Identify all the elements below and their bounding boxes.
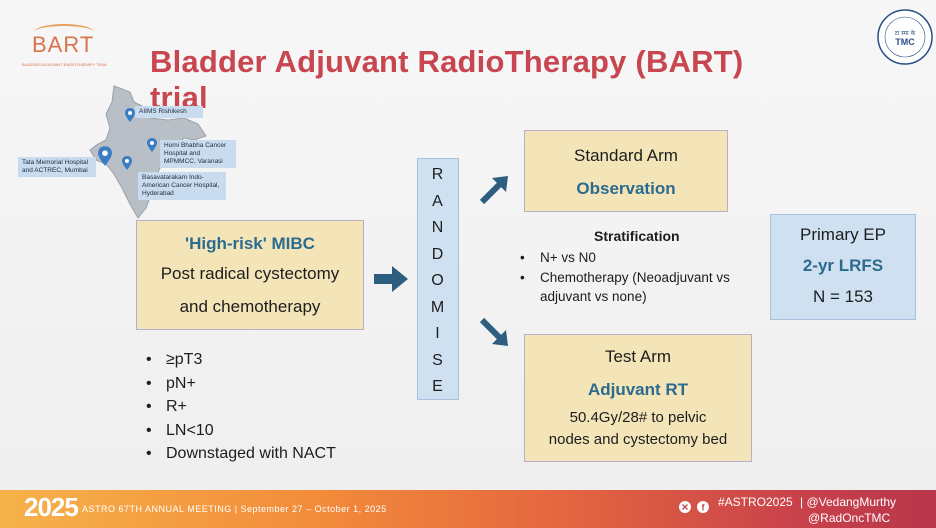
footer-banner: 2025 ASTRO 67TH ANNUAL MEETING | Septemb…	[0, 490, 936, 528]
site-label: Tata Memorial Hospital and ACTREC, Mumba…	[18, 157, 96, 177]
stratification-list: N+ vs N0 Chemotherapy (Neoadjuvant vs ad…	[518, 248, 768, 307]
randomise-letter: A	[432, 192, 444, 210]
bart-logo-subtext: BLADDER ADJUVANT RADIOTHERAPY TRIAL	[22, 62, 108, 67]
bart-logo: BART BLADDER ADJUVANT RADIOTHERAPY TRIAL	[22, 20, 112, 70]
tmc-logo: टा स्मा के TMC	[876, 8, 934, 66]
footer-year: 2025	[24, 492, 79, 522]
test-arm-box: Test Arm Adjuvant RT 50.4Gy/28# to pelvi…	[524, 334, 752, 462]
tmc-text: TMC	[895, 37, 915, 47]
randomise-letter: M	[430, 298, 446, 316]
x-social-icon[interactable]	[679, 501, 691, 513]
list-item: Chemotherapy (Neoadjuvant vs adjuvant vs…	[518, 268, 768, 307]
list-item: Downstaged with NACT	[144, 442, 336, 466]
population-heading: 'High-risk' MIBC	[185, 234, 315, 253]
endpoint-value: 2-yr LRFS	[802, 256, 884, 275]
standard-arm-box: Standard Arm Observation	[524, 130, 728, 212]
footer-handle1: | @VedangMurthy	[800, 495, 897, 509]
randomise-letter: S	[432, 351, 444, 369]
test-arm-detail2: nodes and cystectomy bed	[548, 431, 728, 448]
footer-handle2: @RadOncTMC	[808, 511, 891, 525]
population-line1: Post radical cystectomy	[160, 264, 340, 283]
arrow-up-right-icon	[479, 176, 508, 205]
map-pin-icon	[125, 108, 135, 122]
randomise-letter: I	[435, 325, 441, 342]
facebook-icon[interactable]: f	[697, 501, 709, 513]
svg-text:f: f	[702, 503, 706, 513]
footer-meeting: ASTRO 67TH ANNUAL MEETING | September 27…	[82, 504, 387, 514]
slide-title: Bladder Adjuvant RadioTherapy (BART) tri…	[150, 44, 744, 115]
list-item: N+ vs N0	[518, 248, 768, 268]
test-arm-detail1: 50.4Gy/28# to pelvic	[569, 409, 707, 426]
map-pin-icon	[98, 146, 112, 166]
arrow-down-right-icon	[479, 317, 508, 346]
list-item: ≥pT3	[144, 348, 336, 372]
bart-logo-text: BART	[32, 32, 95, 57]
list-item: pN+	[144, 372, 336, 396]
randomise-letter: N	[431, 219, 445, 236]
standard-arm-treatment: Observation	[576, 179, 676, 198]
tmc-hindi: टा स्मा के	[895, 29, 916, 37]
tmc-emblem-icon: टा स्मा के TMC	[877, 9, 933, 65]
arrow-right-icon	[374, 266, 408, 292]
list-item: LN<10	[144, 419, 336, 443]
population-line2: and chemotherapy	[179, 297, 321, 316]
site-label: Homi Bhabha Cancer Hospital and MPMMCC, …	[160, 140, 236, 168]
stratification-title: Stratification	[594, 228, 680, 244]
endpoint-box: Primary EP 2-yr LRFS N = 153	[770, 214, 916, 320]
randomise-letter: E	[432, 378, 444, 395]
site-label: Basavatarakam Indo-American Cancer Hospi…	[138, 172, 226, 200]
map-pin-icon	[122, 156, 132, 170]
logo-arc	[34, 24, 94, 40]
endpoint-n: N = 153	[812, 287, 873, 306]
randomise-letter: R	[431, 166, 445, 183]
randomise-letter: O	[431, 272, 445, 289]
standard-arm-title: Standard Arm	[574, 146, 678, 165]
test-arm-title: Test Arm	[604, 347, 672, 366]
randomise-letter: D	[431, 245, 445, 263]
eligibility-criteria-list: ≥pT3 pN+ R+ LN<10 Downstaged with NACT	[144, 348, 336, 466]
map-pin-icon	[147, 138, 157, 152]
test-arm-treatment: Adjuvant RT	[587, 380, 689, 399]
endpoint-title: Primary EP	[800, 225, 886, 244]
population-box: 'High-risk' MIBC Post radical cystectomy…	[136, 220, 364, 330]
site-label: AIIMS Rishikesh	[135, 106, 203, 118]
randomise-box: R A N D O M I S E	[417, 158, 459, 400]
list-item: R+	[144, 395, 336, 419]
footer-hashtag: #ASTRO2025	[718, 495, 793, 509]
